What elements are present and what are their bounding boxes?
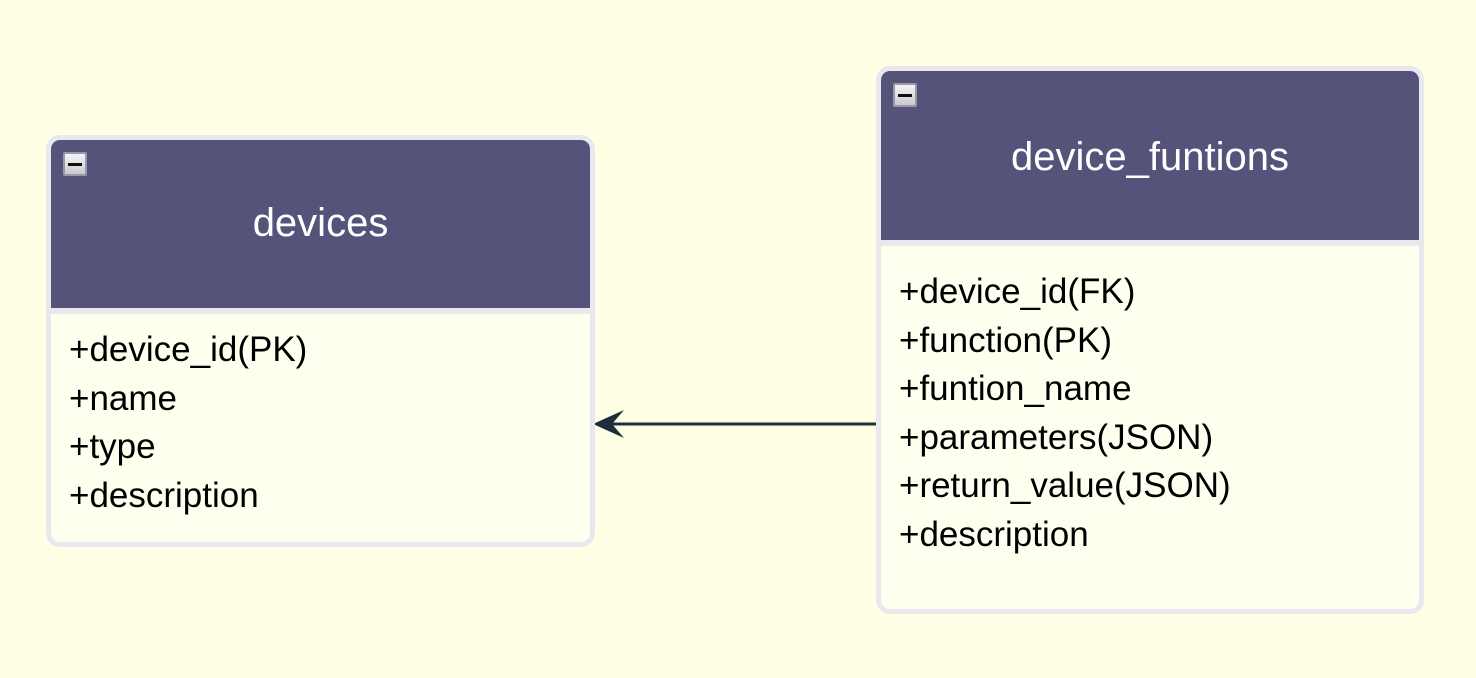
entity-field: +device_id(PK) (69, 330, 308, 369)
entity-title: devices (252, 201, 389, 245)
entity-header: device_funtions (881, 71, 1419, 246)
entity-field: +return_value(JSON) (899, 466, 1231, 505)
arrowhead-icon (593, 410, 624, 438)
entity-field: +device_id(FK) (899, 272, 1136, 311)
collapse-icon[interactable] (893, 83, 917, 107)
entity-header: devices (51, 140, 590, 314)
entity-title: device_funtions (1011, 135, 1289, 179)
entity-field: +name (69, 378, 177, 418)
entity-fields: +device_id(PK) +name +type +description (51, 314, 590, 520)
entity-field: +description (69, 475, 259, 515)
entity-field: +description (899, 514, 1089, 554)
entity-devices[interactable]: devices +device_id(PK) +name +type +desc… (46, 135, 595, 547)
entity-field: +parameters(JSON) (899, 417, 1214, 457)
entity-field: +function(PK) (899, 320, 1113, 360)
entity-device-funtions[interactable]: device_funtions +device_id(FK) +function… (876, 66, 1424, 614)
entity-fields: +device_id(FK) +function(PK) +funtion_na… (881, 246, 1419, 559)
collapse-icon[interactable] (63, 152, 87, 176)
entity-field: +type (69, 427, 156, 466)
entity-field: +funtion_name (899, 369, 1132, 408)
